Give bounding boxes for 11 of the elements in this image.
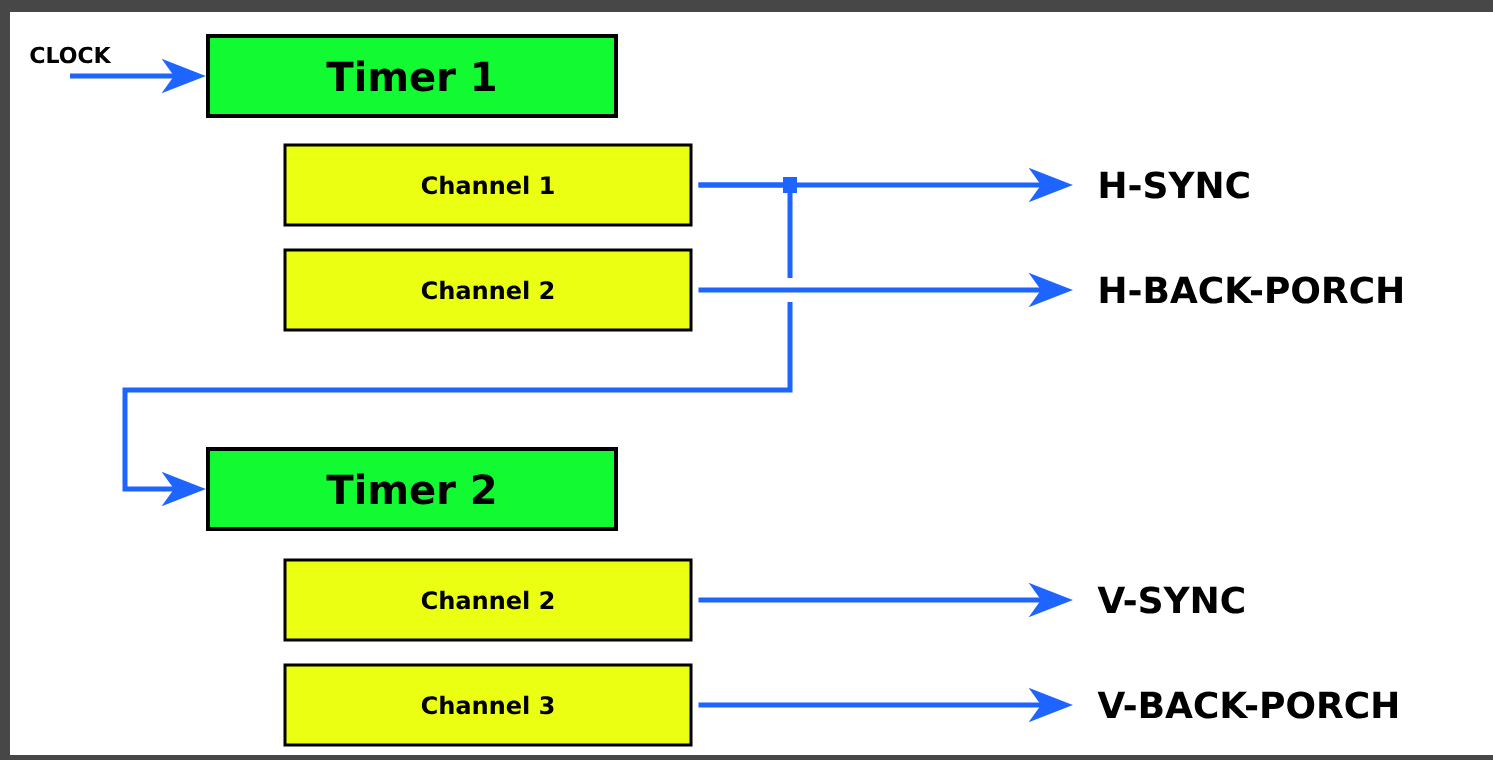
channel-box: Channel 2 (283, 558, 693, 642)
output-label: V-SYNC (1097, 586, 1244, 614)
input-label: CLOCK (30, 46, 112, 64)
channel-box: Channel 1 (283, 143, 693, 227)
timer-box: Timer 1 (206, 34, 618, 118)
output-label: V-BACK-PORCH (1097, 691, 1397, 719)
output-label: H-SYNC (1100, 171, 1249, 199)
channel-box: Channel 2 (283, 248, 693, 332)
output-label: H-BACK-PORCH (1100, 276, 1402, 304)
timer-box: Timer 2 (206, 447, 618, 531)
channel-box: Channel 3 (283, 663, 693, 747)
